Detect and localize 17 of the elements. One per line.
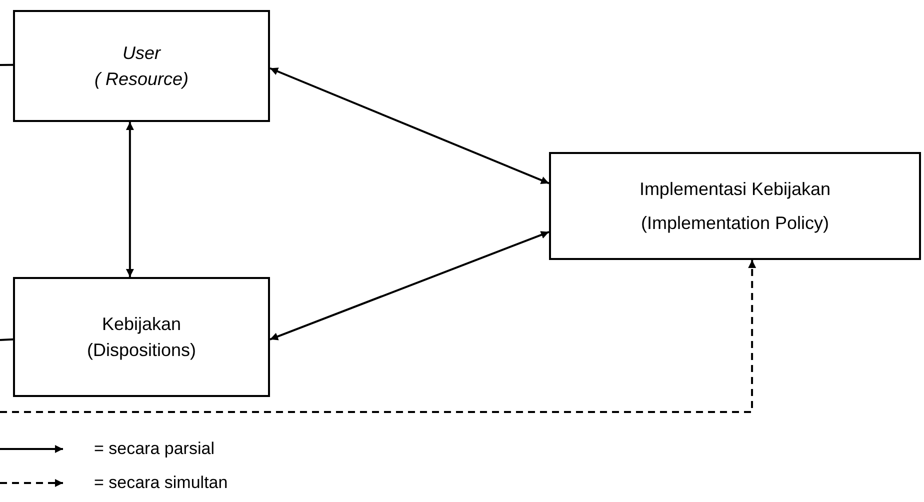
box-text: Implementasi Kebijakan (639, 178, 831, 200)
box-text: (Dispositions) (86, 339, 196, 362)
arrow (270, 67, 550, 184)
box-text: (Implementation Policy) (640, 212, 830, 234)
connector-line (0, 64, 14, 66)
process-box (13, 10, 270, 122)
legend-label: = secara simultan (94, 474, 228, 491)
process-box (13, 277, 270, 397)
box-text: ( Resource) (94, 68, 189, 90)
box-text: User (122, 42, 160, 64)
arrow (126, 122, 134, 277)
process-box (549, 152, 921, 260)
legend-label: = secara parsial (94, 440, 214, 457)
arrow (270, 230, 550, 340)
box-text: Kebijakan (102, 312, 182, 335)
connector-line (0, 338, 14, 341)
dashed-arrow (0, 260, 756, 413)
